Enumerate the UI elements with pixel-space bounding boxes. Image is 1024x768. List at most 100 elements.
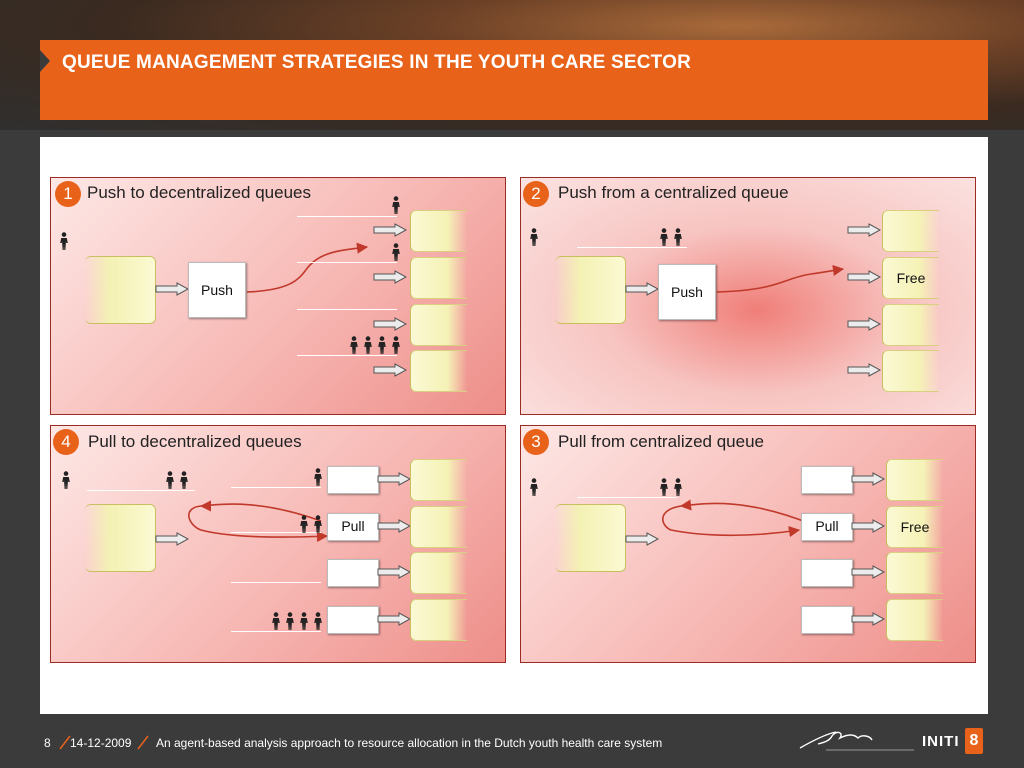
person-icon xyxy=(673,478,683,496)
queue-line xyxy=(297,308,397,310)
queue-box xyxy=(801,606,853,634)
slide-title: QUEUE MANAGEMENT STRATEGIES IN THE YOUTH… xyxy=(62,52,692,73)
arrow-icon xyxy=(373,317,407,331)
arrow-icon xyxy=(373,270,407,284)
arrow-icon xyxy=(851,519,885,533)
person-icon xyxy=(299,612,309,630)
arrow-icon xyxy=(377,565,411,579)
arrow-icon xyxy=(377,612,411,626)
service-unit xyxy=(410,459,467,501)
panel-pull-centralized: Pull Free xyxy=(520,425,976,663)
queue-line xyxy=(231,581,321,583)
arrow-icon xyxy=(377,472,411,486)
service-unit xyxy=(410,599,467,641)
queue-box xyxy=(801,559,853,587)
person-icon xyxy=(529,478,539,496)
panel-push-centralized: Push Free xyxy=(520,177,976,415)
service-unit xyxy=(886,552,943,594)
panel-pull-decentralized: Pull xyxy=(50,425,506,663)
arrow-icon xyxy=(373,363,407,377)
person-icon xyxy=(61,471,71,489)
initi8-logo-digit: 8 xyxy=(965,728,983,754)
person-icon xyxy=(391,336,401,354)
person-icon xyxy=(391,243,401,261)
arrow-icon xyxy=(851,472,885,486)
service-unit xyxy=(410,304,467,346)
person-icon xyxy=(391,196,401,214)
queue-line xyxy=(87,489,195,491)
service-unit-free: Free xyxy=(882,257,939,299)
arrow-icon xyxy=(851,612,885,626)
person-icon xyxy=(271,612,281,630)
service-unit xyxy=(882,210,939,252)
intake-source xyxy=(85,256,156,324)
panel-title: Pull from centralized queue xyxy=(558,432,765,451)
person-icon xyxy=(659,478,669,496)
service-unit xyxy=(410,506,467,548)
pull-box: Pull xyxy=(801,513,853,541)
person-icon xyxy=(165,471,175,489)
flow-curve xyxy=(188,500,329,543)
arrow-icon xyxy=(155,532,189,546)
person-icon xyxy=(313,515,323,533)
arrow-icon xyxy=(847,317,881,331)
footer-description: An agent-based analysis approach to reso… xyxy=(156,736,663,750)
queue-line xyxy=(577,496,677,498)
queue-line xyxy=(231,531,321,533)
service-unit-free: Free xyxy=(886,506,943,548)
title-band xyxy=(40,40,988,120)
push-box: Push xyxy=(658,264,716,320)
erasmus-logo-icon xyxy=(799,731,914,751)
arrow-icon xyxy=(851,565,885,579)
queue-box xyxy=(801,466,853,494)
separator-slash-icon xyxy=(137,735,149,750)
person-icon xyxy=(179,471,189,489)
flow-curve xyxy=(716,264,845,293)
intake-source xyxy=(85,504,156,572)
person-icon xyxy=(59,232,69,250)
footer-date: 14-12-2009 xyxy=(70,736,132,750)
queue-line xyxy=(297,354,397,356)
intake-source xyxy=(555,504,626,572)
flow-curve xyxy=(662,499,812,538)
push-box: Push xyxy=(188,262,246,318)
arrow-icon xyxy=(847,223,881,237)
arrow-icon xyxy=(377,519,411,533)
queue-line xyxy=(231,486,321,488)
arrow-icon xyxy=(155,282,189,296)
panel-title: Push to decentralized queues xyxy=(87,183,311,202)
queue-box xyxy=(327,466,379,494)
service-unit xyxy=(410,552,467,594)
service-unit xyxy=(410,257,467,299)
panel-title: Pull to decentralized queues xyxy=(88,432,302,451)
person-icon xyxy=(659,228,669,246)
service-unit xyxy=(882,350,939,392)
person-icon xyxy=(349,336,359,354)
person-icon xyxy=(377,336,387,354)
arrow-icon xyxy=(847,363,881,377)
flow-curve xyxy=(246,242,369,293)
person-icon xyxy=(299,515,309,533)
queue-box xyxy=(327,606,379,634)
panel-number-badge: 2 xyxy=(523,181,549,207)
service-unit xyxy=(886,459,943,501)
arrow-icon xyxy=(625,532,659,546)
intake-source xyxy=(555,256,626,324)
separator-slash-icon xyxy=(59,735,71,750)
panel-push-decentralized: Push xyxy=(50,177,506,415)
panel-title: Push from a centralized queue xyxy=(558,183,789,202)
queue-line xyxy=(577,246,687,248)
title-notch xyxy=(40,50,50,72)
person-icon xyxy=(529,228,539,246)
service-unit xyxy=(886,599,943,641)
initi8-logo-text: INITI xyxy=(922,733,960,750)
arrow-icon xyxy=(847,270,881,284)
person-icon xyxy=(313,468,323,486)
person-icon xyxy=(363,336,373,354)
person-icon xyxy=(313,612,323,630)
arrow-icon xyxy=(625,282,659,296)
queue-line xyxy=(297,261,397,263)
queue-line xyxy=(231,630,321,632)
panel-number-badge: 4 xyxy=(53,429,79,455)
person-icon xyxy=(673,228,683,246)
